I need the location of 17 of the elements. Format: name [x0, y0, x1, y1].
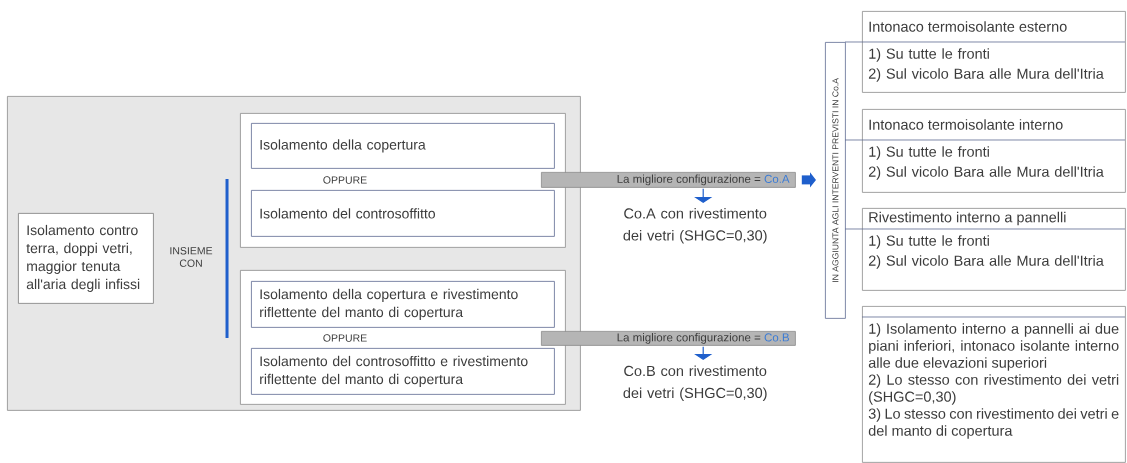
annotation-text: OPPURE	[323, 176, 367, 184]
option-box: Rivestimento interno a pannelli 1) Su tutte le fronti 2) Sul vicolo Bara alle Mura dell'Itria	[844, 208, 1126, 291]
result-bar: La migliore configurazione = Co.B	[541, 331, 796, 346]
process-box: Isolamento del controsoffitto	[251, 190, 555, 237]
option-box: Intonaco termoisolante interno 1) Su tutte le fronti 2) Sul vicolo Bara alle Mura dell'Itria	[844, 109, 1126, 193]
process-box: Isolamento della copertura	[251, 123, 555, 169]
annotation-text: INSIEME CON	[170, 247, 213, 267]
option-box: Intonaco termoisolante esterno 1) Su tutte le fronti 2) Sul vicolo Bara alle Mura dell'Itria	[844, 11, 1126, 93]
option-box: 1) Isolamento interno a pannelli ai due piani inferiori, intonaco isolante interno alle due elevazioni superiori 2) Lo stesso con rivestimento dei vetri (SHGC=0,30) 3) Lo stesso con rivestimento dei vetri e del manto di copertura	[861, 306, 1126, 463]
process-box: Isolamento del controsoffitto e rivestimento riflettente del manto di copertura	[251, 348, 555, 395]
annotation-text: OPPURE	[323, 334, 367, 342]
vertical-label-box: IN AGGIUNTA AGLI INTERVENTI PREVISTI IN Co.A	[825, 42, 846, 319]
result-bar: La migliore configurazione = Co.A	[541, 172, 796, 188]
process-box: Isolamento contro terra, doppi vetri, maggior tenuta all'aria degli infissi	[18, 213, 154, 304]
result-text: Co.B con rivestimento dei vetri (SHGC=0,30)	[623, 365, 767, 401]
result-text: Co.A con rivestimento dei vetri (SHGC=0,30)	[623, 207, 767, 244]
process-box: Isolamento della copertura e rivestimento riflettente del manto di copertura	[251, 281, 555, 328]
